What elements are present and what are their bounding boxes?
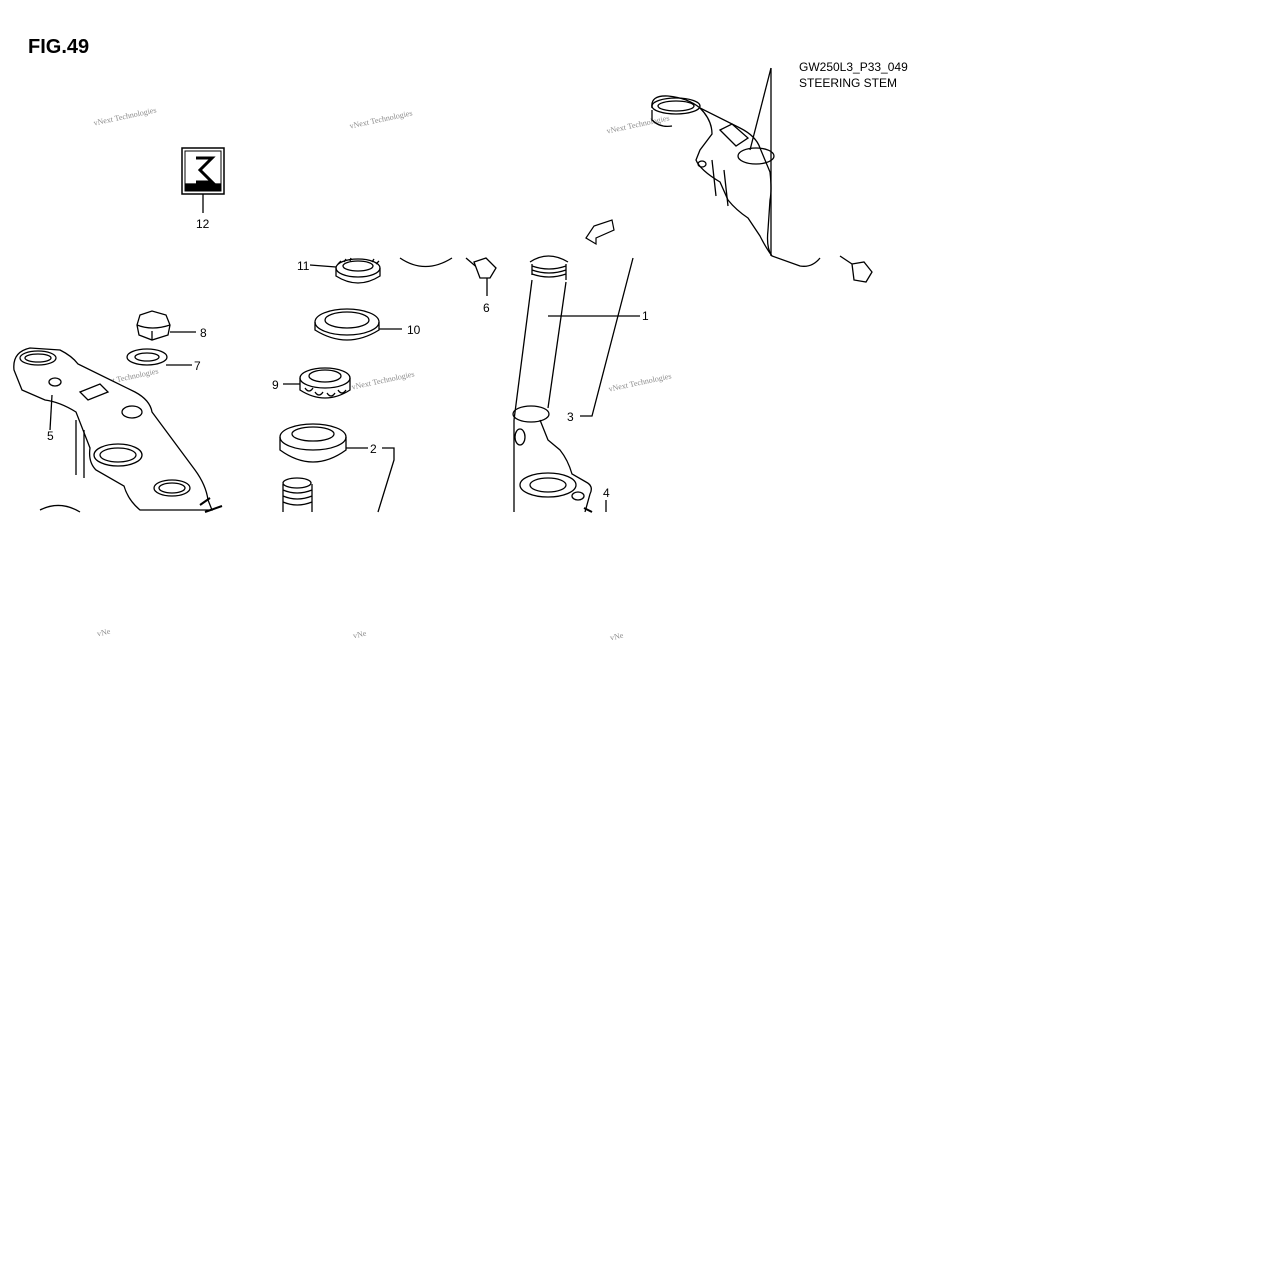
pinch-bolt: [465, 257, 497, 296]
callout-5: 5: [47, 429, 54, 443]
suzuki-emblem-icon: [181, 147, 225, 213]
callout-12: 12: [196, 217, 210, 231]
diagram-code: GW250L3_P33_049: [799, 60, 908, 74]
part-fragment: [399, 257, 453, 268]
steering-stem-shaft: [513, 255, 640, 421]
bracket-bolt: [839, 255, 873, 283]
callout-11: 11: [297, 259, 310, 273]
upper-bracket: [13, 347, 223, 513]
cap-nut: [136, 310, 196, 341]
figure-title: FIG.49: [28, 36, 90, 58]
callout-6: 6: [483, 301, 490, 315]
diagram-header: GW250L3_P33_049 STEERING STEM: [799, 59, 908, 91]
callout-7: 7: [194, 359, 201, 373]
lower-bracket: [512, 405, 607, 513]
fwd-arrow-icon: [585, 219, 615, 246]
callout-1: 1: [642, 309, 649, 323]
upper-bearing: [283, 367, 351, 399]
callout-3: 3: [567, 410, 574, 424]
dust-seal: [314, 308, 402, 341]
callout-8: 8: [200, 326, 207, 340]
washer: [126, 348, 192, 366]
diagram-name: STEERING STEM: [799, 76, 898, 90]
lock-nut: [309, 257, 381, 284]
upper-bracket-top-view: [651, 67, 821, 267]
callout-4: 4: [603, 486, 610, 500]
bearing-race: [279, 423, 395, 513]
stem-thread: [282, 477, 313, 512]
callout-10: 10: [407, 323, 421, 337]
callout-2: 2: [370, 442, 377, 456]
callout-9: 9: [272, 378, 279, 392]
